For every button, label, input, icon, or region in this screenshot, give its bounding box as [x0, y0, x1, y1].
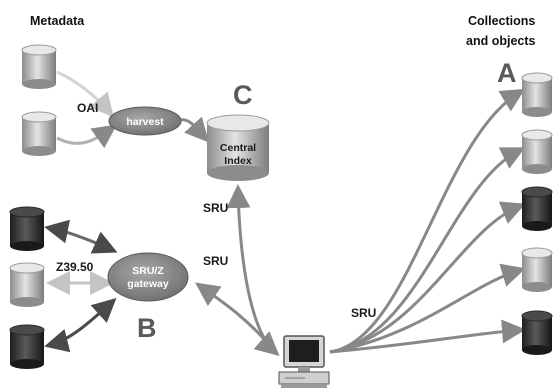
gateway-label-line2: gateway: [127, 278, 169, 290]
connector-client-to-collection1: [329, 88, 526, 354]
collection-store-5: [521, 310, 553, 355]
central-index-label-line2: Index: [224, 155, 252, 167]
collection-store-4: [521, 247, 553, 292]
collections-heading-line2: and objects: [466, 34, 536, 48]
collection-store-1: [521, 72, 553, 117]
sru-label-middle: SRU: [203, 254, 228, 268]
marker-a: A: [497, 58, 517, 88]
metadata-store-1: [21, 44, 57, 89]
sru-label-right: SRU: [351, 306, 376, 320]
harvest-node: harvest: [108, 106, 182, 136]
central-index-label-line1: Central: [220, 142, 256, 154]
sru-z-gateway-node: SRU/Z gateway: [107, 252, 189, 302]
connector-client-to-collection3: [329, 201, 526, 354]
connector-gateway-to-left-store3: [44, 297, 117, 353]
harvest-label: harvest: [126, 116, 164, 128]
metadata-store-2: [21, 111, 57, 156]
marker-c: C: [233, 80, 253, 110]
connector-client-to-central-index: [226, 184, 280, 356]
connector-client-to-gateway: [195, 282, 277, 353]
connector-gateway-to-left-store1: [44, 219, 118, 254]
oai-label: OAI: [77, 101, 98, 115]
gateway-label-line1: SRU/Z: [132, 265, 164, 277]
connector-client-to-collection4: [329, 263, 526, 354]
metadata-heading: Metadata: [30, 14, 85, 28]
connector-harvest-to-central-index: [179, 116, 210, 143]
collection-store-2: [521, 129, 553, 174]
z3950-label: Z39.50: [56, 260, 94, 274]
connector-client-to-collection5: [329, 319, 526, 354]
central-index-store: Central Index: [206, 114, 270, 181]
connector-metadata2-to-harvest: [56, 124, 117, 149]
left-store-light: [9, 262, 45, 307]
connector-client-to-collection2: [329, 147, 526, 354]
desktop-computer-icon: [278, 335, 330, 388]
left-store-dark-2: [9, 324, 45, 369]
connector-metadata1-to-harvest: [56, 70, 114, 118]
collection-store-3: [521, 186, 553, 231]
marker-b: B: [137, 313, 157, 343]
collections-heading-line1: Collections: [468, 14, 535, 28]
sru-label-upper: SRU: [203, 201, 228, 215]
left-store-dark-1: [9, 206, 45, 251]
